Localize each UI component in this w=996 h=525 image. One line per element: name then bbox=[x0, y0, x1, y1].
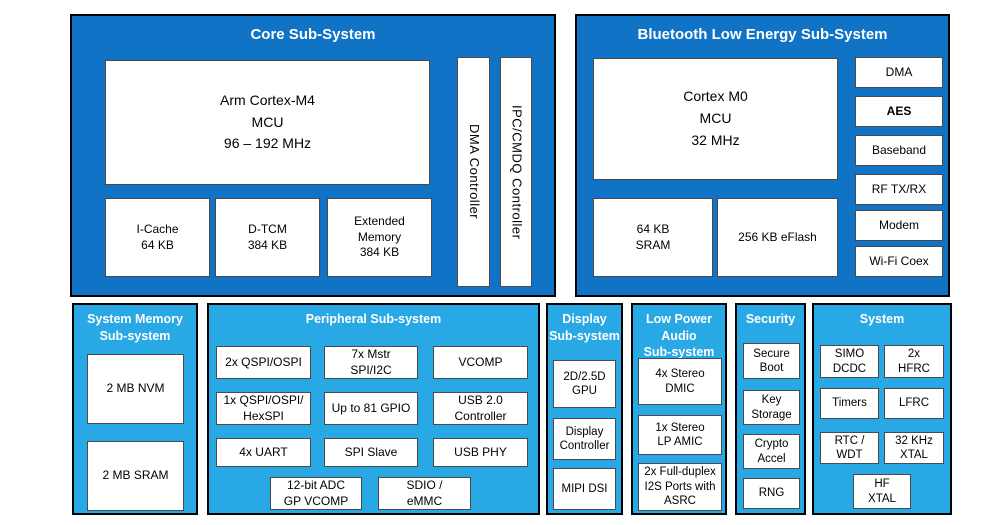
block-mipi-dsi: MIPI DSI bbox=[553, 468, 616, 510]
security-title: Security bbox=[745, 312, 796, 326]
display-panel: Display Sub-system 2D/2.5D GPU Display C… bbox=[546, 303, 623, 515]
block-2x-qspi-ospi: 2x QSPI/OSPI bbox=[216, 346, 311, 379]
peripheral-title: Peripheral Sub-system bbox=[305, 312, 442, 326]
block-i-cache: I-Cache 64 KB bbox=[105, 198, 210, 277]
audio-panel: Low Power Audio Sub-system 4x Stereo DMI… bbox=[631, 303, 727, 515]
block-rf-tx-rx: RF TX/RX bbox=[855, 174, 943, 205]
block-hf-xtal: HF XTAL bbox=[853, 474, 911, 509]
peripheral-panel: Peripheral Sub-system 2x QSPI/OSPI 7x Ms… bbox=[207, 303, 540, 515]
block-secure-boot: Secure Boot bbox=[743, 343, 800, 379]
system-memory-title: System Memory Sub-system bbox=[87, 312, 183, 343]
block-4x-uart: 4x UART bbox=[216, 438, 311, 467]
system-memory-panel: System Memory Sub-system 2 MB NVM 2 MB S… bbox=[72, 303, 198, 515]
block-1x-qspi-ospi-hexspi: 1x QSPI/OSPI/ HexSPI bbox=[216, 392, 311, 425]
block-extended-memory: Extended Memory 384 KB bbox=[327, 198, 432, 277]
block-1x-stereo-lp-amic: 1x Stereo LP AMIC bbox=[638, 415, 722, 455]
block-modem: Modem bbox=[855, 210, 943, 241]
block-ipc-cmdq-controller: IPC/CMDQ Controller bbox=[500, 57, 532, 287]
block-vcomp: VCOMP bbox=[433, 346, 528, 379]
block-2x-i2s-asrc: 2x Full-duplex I2S Ports with ASRC bbox=[638, 463, 722, 511]
ble-subsystem-panel: Bluetooth Low Energy Sub-System Cortex M… bbox=[575, 14, 950, 297]
core-subsystem-panel: Core Sub-System Arm Cortex-M4 MCU 96 – 1… bbox=[70, 14, 556, 297]
block-2d-gpu: 2D/2.5D GPU bbox=[553, 360, 616, 408]
block-2mb-nvm: 2 MB NVM bbox=[87, 354, 184, 424]
block-display-controller: Display Controller bbox=[553, 418, 616, 460]
block-usb-phy: USB PHY bbox=[433, 438, 528, 467]
block-aes: AES bbox=[855, 96, 943, 127]
block-spi-slave: SPI Slave bbox=[324, 438, 418, 467]
block-wifi-coex: Wi-Fi Coex bbox=[855, 246, 943, 277]
block-simo-dcdc: SIMO DCDC bbox=[820, 345, 879, 378]
block-cortex-m0-mcu: Cortex M0 MCU 32 MHz bbox=[593, 58, 838, 180]
block-ble-dma: DMA bbox=[855, 57, 943, 88]
system-title: System bbox=[859, 312, 905, 326]
block-2x-hfrc: 2x HFRC bbox=[884, 345, 944, 378]
block-sdio-emmc: SDIO / eMMC bbox=[378, 477, 471, 510]
block-2mb-sram: 2 MB SRAM bbox=[87, 441, 184, 511]
block-up-to-81-gpio: Up to 81 GPIO bbox=[324, 392, 418, 425]
block-32khz-xtal: 32 KHz XTAL bbox=[884, 432, 944, 464]
system-panel: System SIMO DCDC 2x HFRC Timers LFRC RTC… bbox=[812, 303, 952, 515]
block-crypto-accel: Crypto Accel bbox=[743, 434, 800, 469]
block-baseband: Baseband bbox=[855, 135, 943, 166]
block-d-tcm: D-TCM 384 KB bbox=[215, 198, 320, 277]
block-arm-cortex-m4-mcu: Arm Cortex-M4 MCU 96 – 192 MHz bbox=[105, 60, 430, 185]
block-12bit-adc-gp-vcomp: 12-bit ADC GP VCOMP bbox=[270, 477, 362, 510]
block-4x-stereo-dmic: 4x Stereo DMIC bbox=[638, 358, 722, 405]
block-key-storage: Key Storage bbox=[743, 390, 800, 425]
core-subsystem-title: Core Sub-System bbox=[250, 26, 376, 43]
block-timers: Timers bbox=[820, 388, 879, 419]
block-7x-mstr-spi-i2c: 7x Mstr SPI/I2C bbox=[324, 346, 418, 379]
block-usb2-controller: USB 2.0 Controller bbox=[433, 392, 528, 425]
block-256kb-eflash: 256 KB eFlash bbox=[717, 198, 838, 277]
block-dma-controller: DMA Controller bbox=[457, 57, 490, 287]
display-title: Display Sub-system bbox=[549, 312, 620, 343]
audio-title: Low Power Audio Sub-system bbox=[643, 312, 715, 359]
block-64kb-sram: 64 KB SRAM bbox=[593, 198, 713, 277]
ble-subsystem-title: Bluetooth Low Energy Sub-System bbox=[637, 26, 888, 43]
block-lfrc: LFRC bbox=[884, 388, 944, 419]
security-panel: Security Secure Boot Key Storage Crypto … bbox=[735, 303, 806, 515]
block-rng: RNG bbox=[743, 478, 800, 509]
block-rtc-wdt: RTC / WDT bbox=[820, 432, 879, 464]
